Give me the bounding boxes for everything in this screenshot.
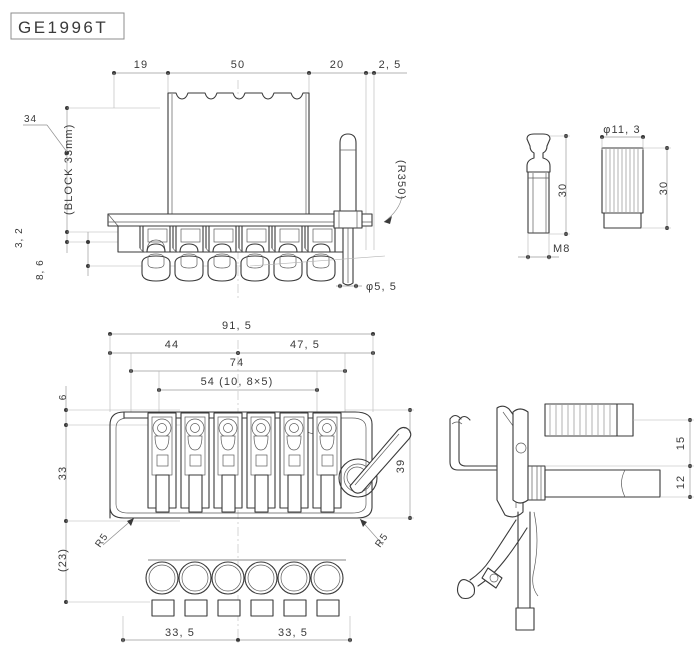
dim-phi-11-3: φ11, 3 bbox=[603, 124, 640, 136]
end-view-body bbox=[496, 405, 529, 518]
dim-8-6: 8, 6 bbox=[35, 259, 46, 280]
leader-34: 34 bbox=[23, 114, 68, 153]
dim-39: 39 bbox=[395, 459, 407, 473]
drawing-title: GE1996T bbox=[18, 18, 108, 37]
fine-tuner-group-plan bbox=[145, 559, 346, 617]
label-r350: (R350) bbox=[395, 160, 407, 200]
dim-12: 12 bbox=[675, 475, 687, 489]
label-r5-left: R5 bbox=[93, 531, 110, 549]
dim-47-5: 47, 5 bbox=[290, 339, 320, 351]
dim-stud-30: 30 bbox=[557, 183, 569, 197]
plan-bottom-dimension-chain: 33, 5 33, 5 bbox=[121, 616, 352, 643]
plan-bottom-view: 91, 5 44 47, 5 74 54 (10, 8×5) bbox=[57, 320, 414, 645]
title-box bbox=[10, 12, 125, 40]
saddle-side-3 bbox=[205, 225, 237, 253]
dim-block-33mm: (BLOCK 33mm) bbox=[63, 124, 75, 215]
knob-height-dimension: 30 bbox=[641, 146, 671, 230]
side-elevation-view: 19 50 20 2, 5 3, 2 8, 6 bbox=[14, 59, 407, 300]
saddle-plan-6 bbox=[312, 412, 342, 513]
knurled-knob-detail-view: φ11, 3 30 bbox=[600, 124, 671, 230]
dim-2-5: 2, 5 bbox=[379, 59, 402, 71]
fine-tuner-plan-2 bbox=[178, 561, 212, 617]
fine-tuner-plan-5 bbox=[277, 561, 311, 617]
dim-74: 74 bbox=[230, 357, 244, 369]
dim-23: (23) bbox=[57, 548, 69, 572]
stud-hex-lines bbox=[531, 466, 542, 500]
dim-91-5: 91, 5 bbox=[222, 320, 252, 332]
end-view-dimension-chain: 15 12 bbox=[545, 418, 694, 499]
dim-50: 50 bbox=[231, 59, 245, 71]
dim-6: 6 bbox=[58, 394, 69, 401]
fine-tuner-side-6 bbox=[306, 253, 336, 282]
fine-tuner-plan-6 bbox=[310, 561, 344, 617]
label-phi-5-5: φ5, 5 bbox=[366, 281, 397, 293]
saddle-group-plan bbox=[147, 412, 342, 513]
dim-34: 34 bbox=[24, 114, 37, 125]
fine-tuner-side-3 bbox=[207, 253, 237, 282]
saddle-side-6 bbox=[304, 225, 336, 253]
end-view-arm-hook bbox=[449, 414, 497, 471]
dim-33-5-right: 33, 5 bbox=[278, 627, 308, 639]
dim-20: 20 bbox=[330, 59, 344, 71]
dim-33: 33 bbox=[57, 466, 69, 480]
fine-tuner-plan-3 bbox=[211, 561, 245, 617]
saddle-plan-2 bbox=[180, 412, 210, 513]
saddle-side-1 bbox=[139, 225, 171, 253]
dim-15: 15 bbox=[675, 436, 687, 450]
stud-height-dimension: 30 bbox=[549, 134, 570, 236]
tremolo-arm-assembly bbox=[338, 426, 412, 498]
leader-r5-left: R5 bbox=[93, 517, 135, 550]
fine-tuner-group-side bbox=[141, 253, 336, 282]
dim-33-5-left: 33, 5 bbox=[165, 627, 195, 639]
saddle-plan-5 bbox=[279, 412, 309, 513]
saddle-group-side bbox=[139, 225, 336, 253]
annotation-r350: (R350) bbox=[249, 160, 407, 267]
label-m8: M8 bbox=[553, 243, 570, 255]
saddle-plan-3 bbox=[213, 412, 243, 513]
dimension-phi-5-5: φ5, 5 bbox=[336, 281, 397, 293]
dim-knob-30: 30 bbox=[658, 181, 670, 195]
plan-top-dimension-chains: 91, 5 44 47, 5 74 54 (10, 8×5) bbox=[108, 320, 375, 412]
saddle-plan-4 bbox=[246, 412, 276, 513]
end-view-stud-shaft bbox=[527, 465, 661, 501]
stud-detail-view: 30 M8 bbox=[518, 133, 570, 260]
dim-54-10-8x5: 54 (10, 8×5) bbox=[201, 376, 274, 388]
title-block: GE1996T bbox=[10, 12, 125, 40]
end-knob-knurl-lines bbox=[549, 405, 611, 435]
plan-left-dimension-chain: 6 33 (23) bbox=[57, 386, 180, 604]
dim-3-2: 3, 2 bbox=[14, 227, 25, 248]
arm-socket-post-side bbox=[333, 133, 363, 286]
fine-tuner-side-5 bbox=[273, 253, 303, 282]
leader-r5-right: R5 bbox=[359, 518, 391, 550]
end-view-knob bbox=[544, 403, 634, 437]
saddle-side-4 bbox=[238, 225, 270, 253]
fine-tuner-plan-4 bbox=[244, 561, 278, 617]
fine-tuner-side-2 bbox=[174, 253, 204, 282]
end-elevation-view: 15 12 bbox=[449, 403, 694, 631]
label-r5-right: R5 bbox=[373, 531, 390, 549]
plan-right-dimension-39: 39 bbox=[345, 408, 414, 520]
saddle-side-2 bbox=[172, 225, 204, 253]
saddle-side-5 bbox=[271, 225, 303, 253]
bridge-block-body bbox=[167, 92, 310, 215]
fine-tuner-side-4 bbox=[240, 253, 270, 282]
knob-diameter-dimension: φ11, 3 bbox=[600, 124, 645, 150]
fine-tuner-side-1 bbox=[141, 253, 171, 282]
stud-thread-dimension: M8 bbox=[518, 234, 570, 260]
end-view-lower-bracket bbox=[456, 511, 539, 631]
dim-44: 44 bbox=[165, 339, 179, 351]
dim-19: 19 bbox=[134, 59, 148, 71]
knurl-lines bbox=[605, 149, 639, 212]
saddle-plan-1 bbox=[147, 412, 177, 513]
fine-tuner-plan-1 bbox=[145, 561, 179, 617]
